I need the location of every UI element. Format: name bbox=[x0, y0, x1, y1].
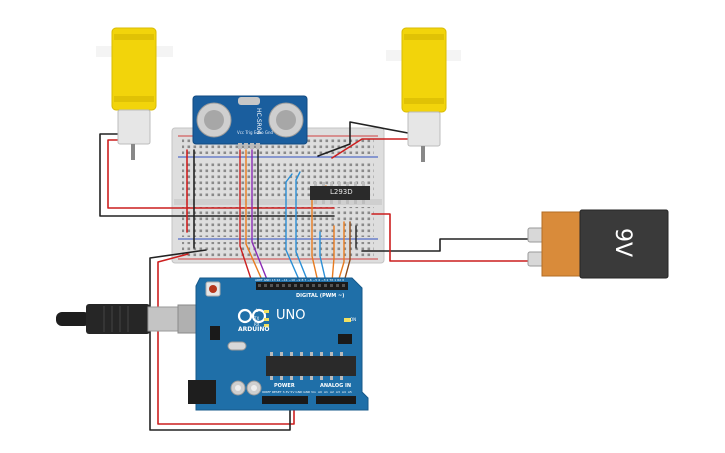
usb-cable bbox=[56, 304, 197, 334]
arduino-uno-board bbox=[188, 277, 369, 411]
wire-blue-2 bbox=[295, 171, 309, 283]
digital-header-label: DIGITAL (PWM ~) bbox=[296, 293, 345, 299]
wire-left-motor-red bbox=[107, 139, 335, 209]
led-label-l: L bbox=[256, 308, 259, 313]
sensor-pin-headers bbox=[238, 143, 260, 149]
pin-a0: A0 bbox=[318, 390, 322, 394]
sensor-pin-vcc: Vcc bbox=[237, 130, 245, 135]
digital-pin-labels: AREF GND 13 12 ~11 ~10 ~9 8 7 ~6 ~5 4 ~3… bbox=[255, 278, 351, 282]
motor-driver-chip bbox=[310, 182, 370, 204]
pin-8: 8 bbox=[301, 278, 304, 282]
led-label-tx: TX bbox=[254, 316, 260, 321]
wire-battery-red bbox=[371, 213, 529, 262]
sensor-pin-trig: Trig bbox=[245, 130, 253, 135]
pin-11: ~11 bbox=[281, 278, 288, 282]
pin-vin: Vin bbox=[311, 390, 316, 394]
pin-a1: A1 bbox=[323, 390, 328, 394]
pin-12: 12 bbox=[276, 278, 281, 282]
pin-3v3: 3.3V bbox=[282, 390, 290, 394]
pin-tx1: TX 1 bbox=[329, 278, 337, 282]
wire-right-motor-red bbox=[331, 138, 409, 159]
arduino-model-label: UNO bbox=[276, 308, 306, 323]
analog-pin-labels: A0 A1 A2 A3 A4 A5 bbox=[318, 390, 352, 394]
pin-4: 4 bbox=[318, 278, 321, 282]
wire-sensor-echo bbox=[251, 149, 269, 283]
wire-sensor-vcc bbox=[239, 149, 253, 283]
battery-label: 9V bbox=[610, 227, 636, 258]
pin-ioref: IOREF bbox=[262, 390, 271, 394]
led-label-on: ON bbox=[350, 317, 357, 322]
pin-13: 13 bbox=[271, 278, 276, 282]
wire-brown bbox=[343, 221, 351, 283]
arduino-brand-label: ARDUINO bbox=[238, 326, 270, 333]
pin-10: ~10 bbox=[288, 278, 295, 282]
pin-6: ~6 bbox=[307, 278, 312, 282]
driver-chip-label: L293D bbox=[330, 188, 353, 196]
pin-2: 2 bbox=[326, 278, 329, 282]
wire-blue-3 bbox=[319, 231, 327, 283]
pin-reset: RESET bbox=[271, 390, 282, 394]
pin-gnd-1: GND bbox=[295, 390, 303, 394]
wire-right-motor-black bbox=[317, 121, 409, 157]
left-gear-motor bbox=[96, 27, 173, 160]
pin-gnd-top: GND bbox=[263, 278, 271, 282]
pin-5v: 5V bbox=[290, 390, 295, 394]
wire-left-motor-black bbox=[99, 133, 335, 217]
right-gear-motor bbox=[386, 27, 461, 162]
pin-aref: AREF bbox=[255, 278, 263, 282]
wire-orange-3 bbox=[337, 221, 345, 283]
analog-header-label: ANALOG IN bbox=[320, 383, 352, 389]
wire-sensor-trig bbox=[245, 149, 263, 281]
power-pin-labels: IOREF RESET 3.3V 5V GND GND Vin bbox=[262, 390, 316, 394]
wires bbox=[99, 121, 529, 431]
breadboard bbox=[171, 127, 385, 264]
pin-3: ~3 bbox=[321, 278, 326, 282]
pin-a2: A2 bbox=[329, 390, 334, 394]
pin-5: ~5 bbox=[312, 278, 318, 282]
arduino-logo-icon bbox=[237, 308, 267, 324]
sensor-pin-labels: Vcc Trig Echo Gnd bbox=[237, 130, 273, 135]
led-label-rx: RX bbox=[254, 322, 260, 327]
ultrasonic-sensor bbox=[192, 95, 308, 149]
wire-orange-2 bbox=[331, 225, 335, 283]
battery-9v bbox=[527, 209, 669, 279]
power-header-label: POWER bbox=[274, 383, 295, 389]
pin-a5: A5 bbox=[347, 390, 352, 394]
sensor-pin-echo: Echo bbox=[253, 130, 264, 135]
sensor-pin-gnd: Gnd bbox=[264, 130, 274, 135]
pin-gnd-2: GND bbox=[303, 390, 311, 394]
pin-9: ~9 bbox=[296, 278, 301, 282]
pin-a4: A4 bbox=[341, 390, 346, 394]
wire-blue-1 bbox=[285, 173, 301, 283]
pin-a3: A3 bbox=[335, 390, 340, 394]
pin-rx0: RX 0 bbox=[337, 278, 345, 282]
pin-7: 7 bbox=[304, 278, 307, 282]
wire-battery-black bbox=[361, 238, 529, 252]
